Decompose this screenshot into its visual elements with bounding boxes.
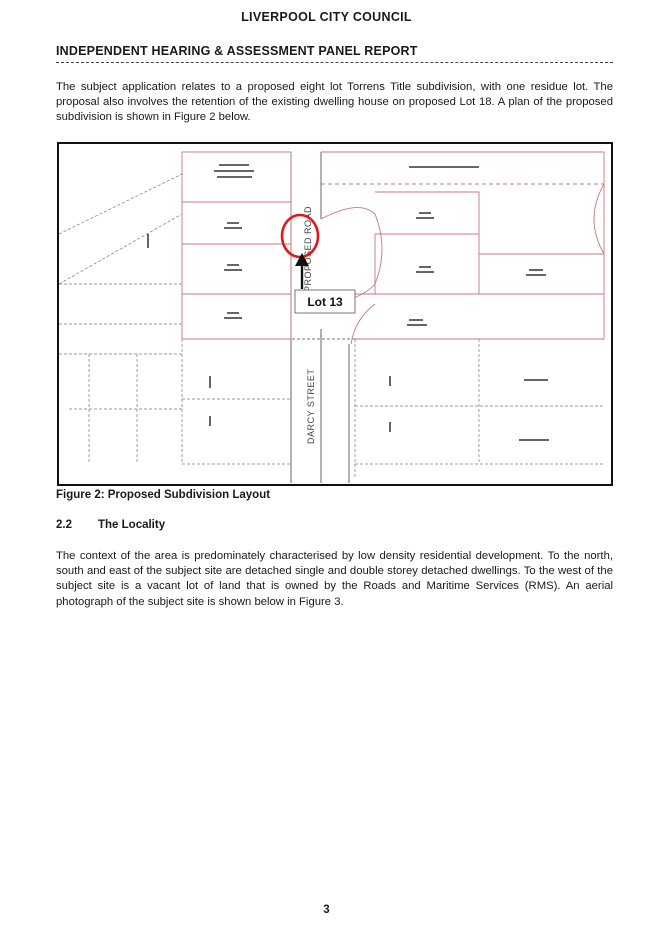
plan-annotations [147, 164, 549, 441]
section-heading: 2.2 The Locality [56, 519, 165, 531]
proposed-lots [181, 151, 605, 345]
road-label: PROPOSED ROAD [303, 206, 313, 292]
title-divider [56, 62, 613, 63]
report-title: INDEPENDENT HEARING & ASSESSMENT PANEL R… [56, 44, 418, 58]
lot-13-callout-box [294, 289, 356, 314]
surrounding-parcels [59, 173, 604, 479]
council-name: LIVERPOOL CITY COUNCIL [241, 10, 412, 24]
lot-13-callout-label: Lot 13 [307, 295, 343, 309]
page-number: 3 [323, 904, 330, 916]
section-number: 2.2 [56, 519, 72, 531]
callout-arrow-head [295, 253, 309, 266]
locality-paragraph: The context of the area is predominately… [56, 550, 613, 608]
subdivision-plan-figure: PROPOSED ROAD DARCY STREET Lot 13 [57, 142, 613, 486]
figure-caption: Figure 2: Proposed Subdivision Layout [56, 489, 271, 501]
street-label: DARCY STREET [306, 369, 316, 444]
section-title: The Locality [98, 519, 166, 531]
subdivision-plan-drawing: PROPOSED ROAD DARCY STREET Lot 13 [59, 151, 605, 483]
intro-paragraph: The subject application relates to a pro… [56, 81, 613, 124]
